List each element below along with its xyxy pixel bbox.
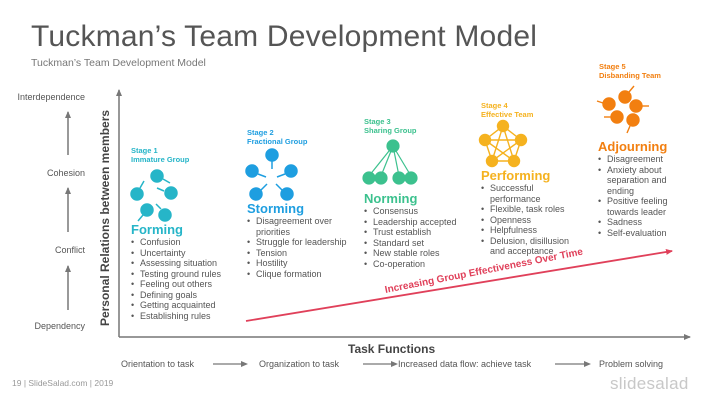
stage-2-number: Stage 2: [247, 128, 274, 137]
stage-3-bullet: New stable roles: [364, 248, 457, 259]
stage-1-bullet: Getting acquainted: [131, 300, 221, 311]
connected-network-icon: [478, 119, 528, 168]
stage-3-group: Sharing Group: [364, 126, 417, 135]
task-step-4: Problem solving: [599, 359, 664, 369]
x-axis-label: Task Functions: [348, 342, 436, 356]
stage-1-bullet: Establishing rules: [131, 311, 221, 322]
footer-text: 19 | SlideSalad.com | 2019: [12, 378, 114, 388]
stage-5-bullet: Sadness: [598, 217, 678, 228]
stage-1-bullet: Confusion: [131, 237, 221, 248]
stage-4-bullet: Flexible, task roles: [481, 204, 581, 215]
stage-3-bullet: Standard set: [364, 238, 457, 249]
stage-4-group: Effective Team: [481, 110, 534, 119]
stage-2: Stage 2 Fractional Group: [247, 128, 307, 146]
stage-1-bullet: Defining goals: [131, 290, 221, 301]
page-subtitle: Tuckman’s Team Development Model: [31, 57, 206, 69]
stage-1-bullet: Feeling out others: [131, 279, 221, 290]
stage-1-bullet: Assessing situation: [131, 258, 221, 269]
converging-nodes-icon: [245, 148, 298, 201]
trend-arrow: [245, 249, 673, 322]
hierarchy-nodes-icon: [362, 139, 418, 185]
level-conflict: Conflict: [54, 245, 85, 255]
stage-3-number: Stage 3: [364, 117, 391, 126]
stage-4-bullets: Successful performanceFlexible, task rol…: [481, 183, 581, 257]
stage-3-bullet: Leadership accepted: [364, 217, 457, 228]
stage-5: Stage 5 Disbanding Team: [599, 62, 661, 80]
stage-2-bullet: Struggle for leadership: [247, 237, 347, 248]
stage-2-bullet: Clique formation: [247, 269, 347, 280]
stage-4-bullet: Successful performance: [481, 183, 581, 204]
stage-1-name: Forming: [131, 222, 183, 237]
stage-5-bullet: Anxiety about separation and ending: [598, 165, 678, 197]
stage-2-content: Storming Disagreement over prioritiesStr…: [247, 201, 347, 279]
stage-1-bullet: Uncertainty: [131, 248, 221, 259]
stage-3-bullet: Trust establish: [364, 227, 457, 238]
stage-3-content: Norming ConsensusLeadership acceptedTrus…: [364, 191, 457, 269]
task-step-1: Orientation to task: [121, 359, 195, 369]
stage-1: Stage 1 Immature Group: [131, 146, 189, 164]
dispersing-nodes-icon: [596, 85, 649, 134]
level-interdependence: Interdependence: [17, 92, 85, 102]
stage-4-name: Performing: [481, 168, 551, 183]
task-step-3: Increased data flow: achieve task: [398, 359, 532, 369]
stage-5-bullet: Positive feeling towards leader: [598, 196, 678, 217]
stage-2-bullet: Hostility: [247, 258, 347, 269]
stage-1-bullet: Testing ground rules: [131, 269, 221, 280]
stage-1-group: Immature Group: [131, 155, 190, 164]
stage-5-number: Stage 5: [599, 62, 626, 71]
stage-2-bullets: Disagreement over prioritiesStruggle for…: [247, 216, 347, 279]
brand-logo: slidesalad: [610, 374, 689, 393]
stage-4-content: Performing Successful performanceFlexibl…: [481, 168, 581, 257]
stage-5-name: Adjourning: [598, 139, 668, 154]
y-axis-label: Personal Relations between members: [98, 109, 112, 327]
level-dependency: Dependency: [34, 321, 85, 331]
page-title: Tuckman’s Team Development Model: [31, 20, 538, 53]
stage-5-group: Disbanding Team: [599, 71, 661, 80]
stage-3: Stage 3 Sharing Group: [364, 117, 417, 135]
stage-3-bullet: Consensus: [364, 206, 457, 217]
stage-4-bullet: Openness: [481, 215, 581, 226]
stage-5-bullets: DisagreementAnxiety about separation and…: [598, 154, 678, 238]
stage-4: Stage 4 Effective Team: [481, 101, 533, 119]
stage-5-bullet: Disagreement: [598, 154, 678, 165]
stage-1-number: Stage 1: [131, 146, 158, 155]
stage-2-name: Storming: [247, 201, 305, 216]
stage-3-name: Norming: [364, 191, 418, 206]
scattered-nodes-icon: [130, 169, 178, 222]
stage-1-bullets: ConfusionUncertaintyAssessing situationT…: [131, 237, 221, 321]
stage-1-content: Forming ConfusionUncertaintyAssessing si…: [131, 222, 221, 321]
stage-2-bullet: Tension: [247, 248, 347, 259]
stage-5-bullet: Self-evaluation: [598, 228, 678, 239]
stage-3-bullet: Co-operation: [364, 259, 457, 270]
stage-3-bullets: ConsensusLeadership acceptedTrust establ…: [364, 206, 457, 269]
task-step-2: Organization to task: [259, 359, 340, 369]
stage-4-bullet: Helpfulness: [481, 225, 581, 236]
stage-2-bullet: Disagreement over priorities: [247, 216, 347, 237]
stage-4-bullet: Delusion, disillusion and acceptance: [481, 236, 581, 257]
stage-4-number: Stage 4: [481, 101, 508, 110]
level-cohesion: Cohesion: [46, 168, 85, 178]
stage-2-group: Fractional Group: [247, 137, 308, 146]
stage-5-content: Adjourning DisagreementAnxiety about sep…: [598, 139, 678, 238]
